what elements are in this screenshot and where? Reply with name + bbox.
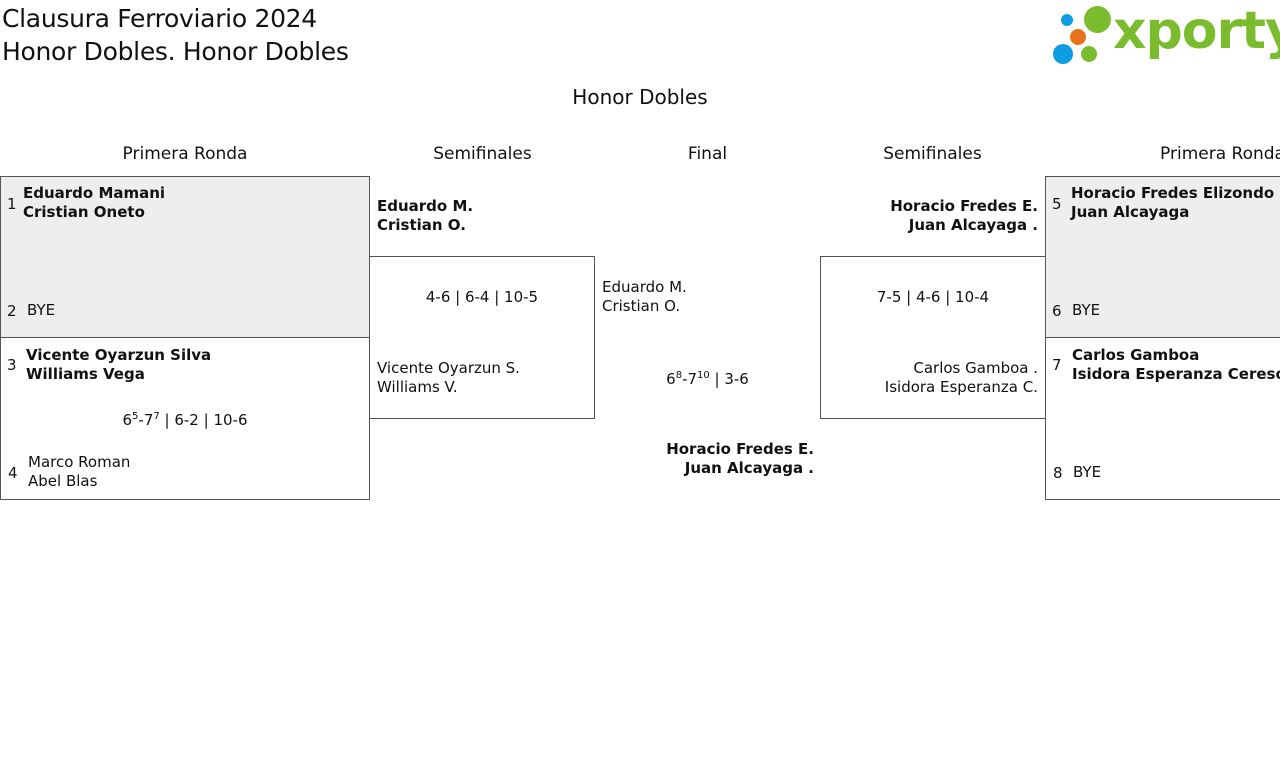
seed-number: 5 [1052,195,1062,213]
xporty-logo[interactable]: xporty [1052,1,1280,67]
player-name: Horacio Fredes E. [666,440,814,458]
team-name-winner[interactable]: Horacio Fredes E. Juan Alcayaga . [600,440,814,478]
seed-number: 2 [7,302,17,320]
round-header-left-r1: Primera Ronda [122,144,248,164]
match-score: 7-5 | 4-6 | 10-4 [876,288,990,306]
bracket-title: Honor Dobles [572,85,708,109]
title-line-1: Clausura Ferroviario 2024 [2,4,317,33]
player-name: Marco Roman [28,453,131,471]
seed-number: 7 [1052,356,1062,374]
player-name: Carlos Gamboa . [913,359,1038,377]
logo-text: xporty [1113,1,1280,61]
team-name[interactable]: Vicente Oyarzun S. Williams V. [377,359,520,397]
match-right-r1-2[interactable] [1045,337,1280,500]
round-header-final: Final [687,144,728,164]
match-score: 65-77 | 6-2 | 10-6 [122,411,248,429]
team-name[interactable]: Horacio Fredes E. Juan Alcayaga . [826,197,1038,235]
title-line-2: Honor Dobles. Honor Dobles [2,37,349,66]
match-score: 4-6 | 6-4 | 10-5 [425,288,539,306]
match-left-sf[interactable] [369,256,595,419]
team-name: BYE [1072,301,1101,319]
logo-dot-green-small-icon [1081,46,1097,62]
player-name: Carlos Gamboa [1072,346,1200,364]
logo-dot-blue-large-icon [1053,44,1073,64]
seed-number: 3 [7,356,17,374]
team-name[interactable]: Vicente Oyarzun Silva Williams Vega [26,346,211,384]
seed-number: 6 [1052,302,1062,320]
team-name[interactable]: Eduardo Mamani Cristian Oneto [23,184,165,222]
team-name[interactable]: Eduardo M. Cristian O. [602,278,687,316]
seed-number: 1 [7,195,17,213]
logo-dot-green-icon [1084,6,1111,33]
final-score: 68-710 | 3-6 [666,370,749,388]
team-name[interactable]: Carlos Gamboa . Isidora Esperanza C. [826,359,1038,397]
player-name: Horacio Fredes E. [890,197,1038,215]
player-name: Vicente Oyarzun S. [377,359,520,377]
team-name: BYE [1073,463,1102,481]
player-name: Eduardo Mamani [23,184,166,202]
player-name: Williams Vega [26,365,145,383]
player-name: Juan Alcayaga [1071,203,1190,221]
page-title: Clausura Ferroviario 2024 Honor Dobles. … [2,2,349,68]
player-name: Cristian Oneto [23,203,145,221]
team-name[interactable]: Carlos Gamboa Isidora Esperanza Cereso N… [1072,346,1280,384]
player-name: Cristian O. [602,297,681,315]
player-name: Isidora Esperanza C. [884,378,1038,396]
player-name: Horacio Fredes Elizondo [1071,184,1275,202]
round-header-right-r1: Primera Ronda [1160,144,1280,164]
seed-number: 4 [8,464,18,482]
player-name: Williams V. [377,378,458,396]
match-right-r1-1[interactable] [1045,176,1280,338]
team-name[interactable]: Eduardo M. Cristian O. [377,197,473,235]
player-name: Juan Alcayaga . [684,459,814,477]
player-name: Vicente Oyarzun Silva [26,346,212,364]
seed-number: 8 [1053,464,1063,482]
player-name: Eduardo M. [377,197,474,215]
player-name: Juan Alcayaga . [908,216,1038,234]
player-name: Isidora Esperanza Cereso Nu [1072,365,1280,383]
team-name[interactable]: Horacio Fredes Elizondo Juan Alcayaga [1071,184,1274,222]
round-header-right-sf: Semifinales [883,144,982,164]
logo-dot-blue-icon [1061,14,1073,26]
logo-dot-orange-icon [1070,29,1086,45]
player-name: Eduardo M. [602,278,687,296]
team-name[interactable]: Marco Roman Abel Blas [28,453,130,491]
team-name: BYE [27,301,56,319]
player-name: Abel Blas [28,472,98,490]
match-left-r1-1[interactable] [0,176,370,338]
round-header-left-sf: Semifinales [433,144,532,164]
player-name: Cristian O. [377,216,466,234]
